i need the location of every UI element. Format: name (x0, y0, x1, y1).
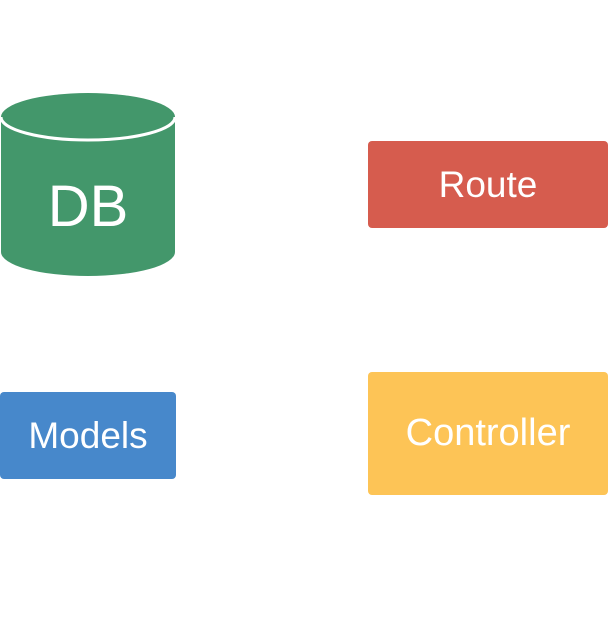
route-node: Route (368, 141, 608, 228)
controller-node: Controller (368, 372, 608, 495)
route-label: Route (438, 163, 538, 205)
controller-label: Controller (405, 412, 571, 454)
models-node: Models (0, 392, 176, 479)
db-cylinder-node (0, 93, 177, 276)
models-label: Models (28, 414, 148, 456)
db-cylinder-rim (0, 116, 177, 142)
db-label: DB (47, 173, 129, 239)
db-cylinder-body (1, 93, 175, 276)
db-cylinder-top (1, 94, 175, 140)
